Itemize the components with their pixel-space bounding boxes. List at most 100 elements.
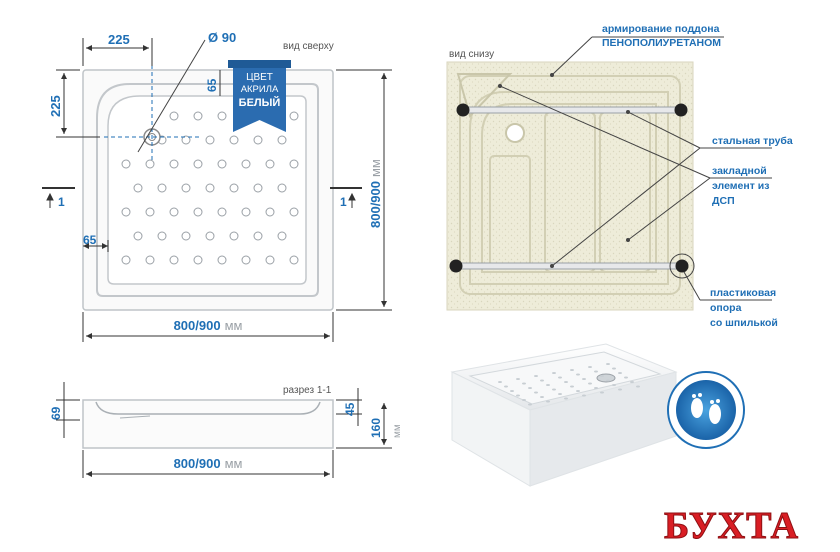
render-hole — [600, 375, 604, 377]
anti-slip-hole — [169, 207, 179, 217]
render-hole — [528, 387, 532, 389]
anti-slip-hole — [157, 231, 167, 241]
steel-pipe-top — [461, 106, 683, 114]
render-hole — [594, 387, 598, 389]
render-hole — [624, 376, 628, 379]
label-insert-1: закладной — [712, 165, 767, 177]
brand-logo-text: БУХТА — [664, 505, 799, 547]
render-hole — [540, 396, 544, 398]
anti-slip-hole — [241, 255, 251, 265]
render-hole — [558, 376, 562, 379]
render-hole — [540, 379, 544, 382]
render-hole — [528, 403, 532, 406]
render-hole — [582, 394, 586, 397]
anti-slip-hole — [169, 111, 179, 121]
anti-slip-hole — [181, 135, 191, 145]
anti-slip-hole — [277, 183, 287, 193]
render-hole — [546, 384, 550, 386]
anti-slip-hole — [241, 159, 251, 169]
render-hole — [612, 367, 616, 370]
support-foot-bl — [449, 259, 463, 273]
steel-pipe-bottom — [454, 262, 684, 270]
dim-65-top: 65 — [205, 78, 219, 92]
anti-slip-hole — [289, 207, 299, 217]
render-hole — [552, 372, 556, 374]
anti-slip-hole — [205, 183, 215, 193]
product-render — [450, 343, 745, 487]
render-hole — [558, 393, 562, 395]
top-view-caption: вид сверху — [283, 41, 334, 52]
render-hole — [564, 381, 568, 383]
anti-slip-hole — [133, 183, 143, 193]
label-support-3: со шпилькой — [710, 317, 778, 329]
render-hole — [588, 382, 592, 385]
brand-logo: БУХТА — [664, 505, 799, 548]
anti-slip-hole — [193, 111, 203, 121]
render-hole — [516, 394, 520, 397]
dim-225-top: 225 — [108, 32, 130, 47]
anti-slip-hole — [145, 159, 155, 169]
anti-slip-hole — [289, 159, 299, 169]
anti-slip-hole — [253, 231, 263, 241]
support-foot-tl — [456, 103, 470, 117]
render-hole — [570, 385, 574, 388]
anti-slip-hole — [121, 159, 131, 169]
render-hole — [534, 391, 538, 394]
anti-slip-hole — [205, 135, 215, 145]
render-hole — [594, 370, 598, 373]
support-foot-br — [675, 259, 689, 273]
top-height-dim: 800/900мм — [368, 159, 383, 228]
ribbon-line-2: АКРИЛА — [241, 84, 279, 95]
render-hole — [636, 385, 640, 388]
anti-slip-hole — [121, 207, 131, 217]
label-reinforcement-2: ПЕНОПОЛИУРЕТАНОМ — [602, 37, 721, 49]
anti-slip-hole — [121, 255, 131, 265]
anti-slip-hole — [253, 135, 263, 145]
render-hole — [618, 372, 622, 374]
anti-slip-hole — [265, 159, 275, 169]
render-holes — [498, 363, 640, 406]
render-hole — [600, 391, 604, 394]
dim-69: 69 — [49, 406, 63, 420]
anti-slip-hole — [193, 255, 203, 265]
anti-slip-hole — [133, 231, 143, 241]
dim-65-left: 65 — [83, 233, 97, 247]
render-hole — [546, 400, 550, 403]
anti-slip-hole — [217, 255, 227, 265]
anti-slip-hole — [181, 183, 191, 193]
render-hole — [498, 381, 502, 383]
anti-slip-hole — [229, 135, 239, 145]
dim-45: 45 — [343, 402, 357, 416]
render-hole — [516, 378, 520, 380]
label-support-2: опора — [710, 302, 742, 314]
anti-slip-hole — [265, 255, 275, 265]
label-insert-3: ДСП — [712, 195, 735, 207]
anti-slip-hole — [157, 183, 167, 193]
dim-160: 160 — [369, 418, 383, 438]
label-support-1: пластиковая — [710, 287, 776, 299]
render-hole — [582, 378, 586, 380]
tray-inner-rim — [96, 83, 319, 297]
anti-slip-hole — [169, 255, 179, 265]
anti-slip-hole — [217, 207, 227, 217]
anti-slip-hole — [181, 231, 191, 241]
render-hole — [606, 363, 610, 365]
ribbon-line-3: БЕЛЫЙ — [239, 96, 281, 109]
anti-slip-hole — [277, 231, 287, 241]
section-profile — [82, 399, 334, 449]
render-hole — [552, 388, 556, 391]
dim-160-unit: мм — [392, 424, 403, 438]
render-hole — [576, 373, 580, 376]
anti-slip-hole — [145, 207, 155, 217]
anti-slip-hole — [193, 159, 203, 169]
anti-slip-hole — [205, 231, 215, 241]
dim-diameter: Ø 90 — [208, 30, 236, 45]
anti-slip-hole — [277, 135, 287, 145]
render-hole — [522, 382, 526, 385]
render-hole — [510, 390, 514, 392]
anti-slip-badge-icon — [667, 371, 745, 449]
render-hole — [630, 381, 634, 383]
bottom-view-caption: вид снизу — [449, 49, 494, 60]
